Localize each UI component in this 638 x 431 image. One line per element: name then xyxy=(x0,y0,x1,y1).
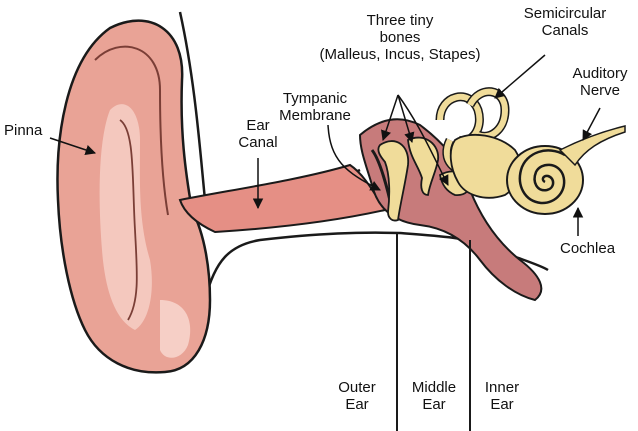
semicircular-canal-2-fill xyxy=(467,88,509,140)
arrow-semicircular xyxy=(494,54,546,99)
label-middle-line2: Ear xyxy=(422,396,446,413)
arrow-pinna xyxy=(49,137,96,155)
arrow-tympanic xyxy=(327,124,381,191)
auditory-nerve-shape xyxy=(558,125,626,167)
label-outer-ear: Outer Ear xyxy=(327,379,387,413)
label-inner-line2: Ear xyxy=(490,396,514,413)
label-tympanic-line2: Membrane xyxy=(279,107,351,124)
label-bones-line2: bones xyxy=(379,29,421,46)
label-tympanic-line1: Tympanic xyxy=(282,90,348,107)
label-semicircular-line1: Semicircular xyxy=(523,5,607,22)
pinna-helix xyxy=(94,45,169,216)
label-inner-ear: Inner Ear xyxy=(476,379,528,413)
cochlea-spiral xyxy=(518,149,566,205)
label-middle-line1: Middle xyxy=(411,379,457,396)
label-cochlea: Cochlea xyxy=(560,240,616,257)
label-pinna: Pinna xyxy=(4,122,43,139)
label-auditory-nerve: Auditory Nerve xyxy=(564,65,636,99)
vestibule xyxy=(449,133,522,199)
label-bones-line1: Three tiny xyxy=(366,12,434,29)
arrow-bones-2 xyxy=(397,94,415,144)
arrow-bones-3 xyxy=(397,94,449,186)
arrow-bones-1 xyxy=(381,94,399,141)
earlobe-highlight xyxy=(160,300,191,358)
label-auditory-line1: Auditory xyxy=(572,65,628,82)
label-inner-line1: Inner xyxy=(484,379,520,396)
label-outer-line2: Ear xyxy=(345,396,369,413)
label-semicircular-canals: Semicircular Canals xyxy=(500,5,630,39)
label-auditory-line2: Nerve xyxy=(579,82,620,99)
label-bones-line3: (Malleus, Incus, Stapes) xyxy=(319,46,481,63)
label-ear-canal-line2: Canal xyxy=(238,134,278,151)
pinna-inner-curve xyxy=(119,119,138,321)
label-ear-canal: Ear Canal xyxy=(230,117,286,151)
label-middle-ear: Middle Ear xyxy=(402,379,466,413)
arrow-auditory-nerve xyxy=(582,107,601,141)
malleus-bone xyxy=(377,140,409,222)
label-tympanic-membrane: Tympanic Membrane xyxy=(270,90,360,124)
label-semicircular-line2: Canals xyxy=(541,22,589,39)
label-three-bones: Three tiny bones (Malleus, Incus, Stapes… xyxy=(302,12,498,63)
label-ear-canal-line1: Ear xyxy=(246,117,270,134)
incus-bone xyxy=(407,136,439,196)
label-outer-line1: Outer xyxy=(338,379,376,396)
pinna-antihelix-highlight xyxy=(99,104,152,331)
